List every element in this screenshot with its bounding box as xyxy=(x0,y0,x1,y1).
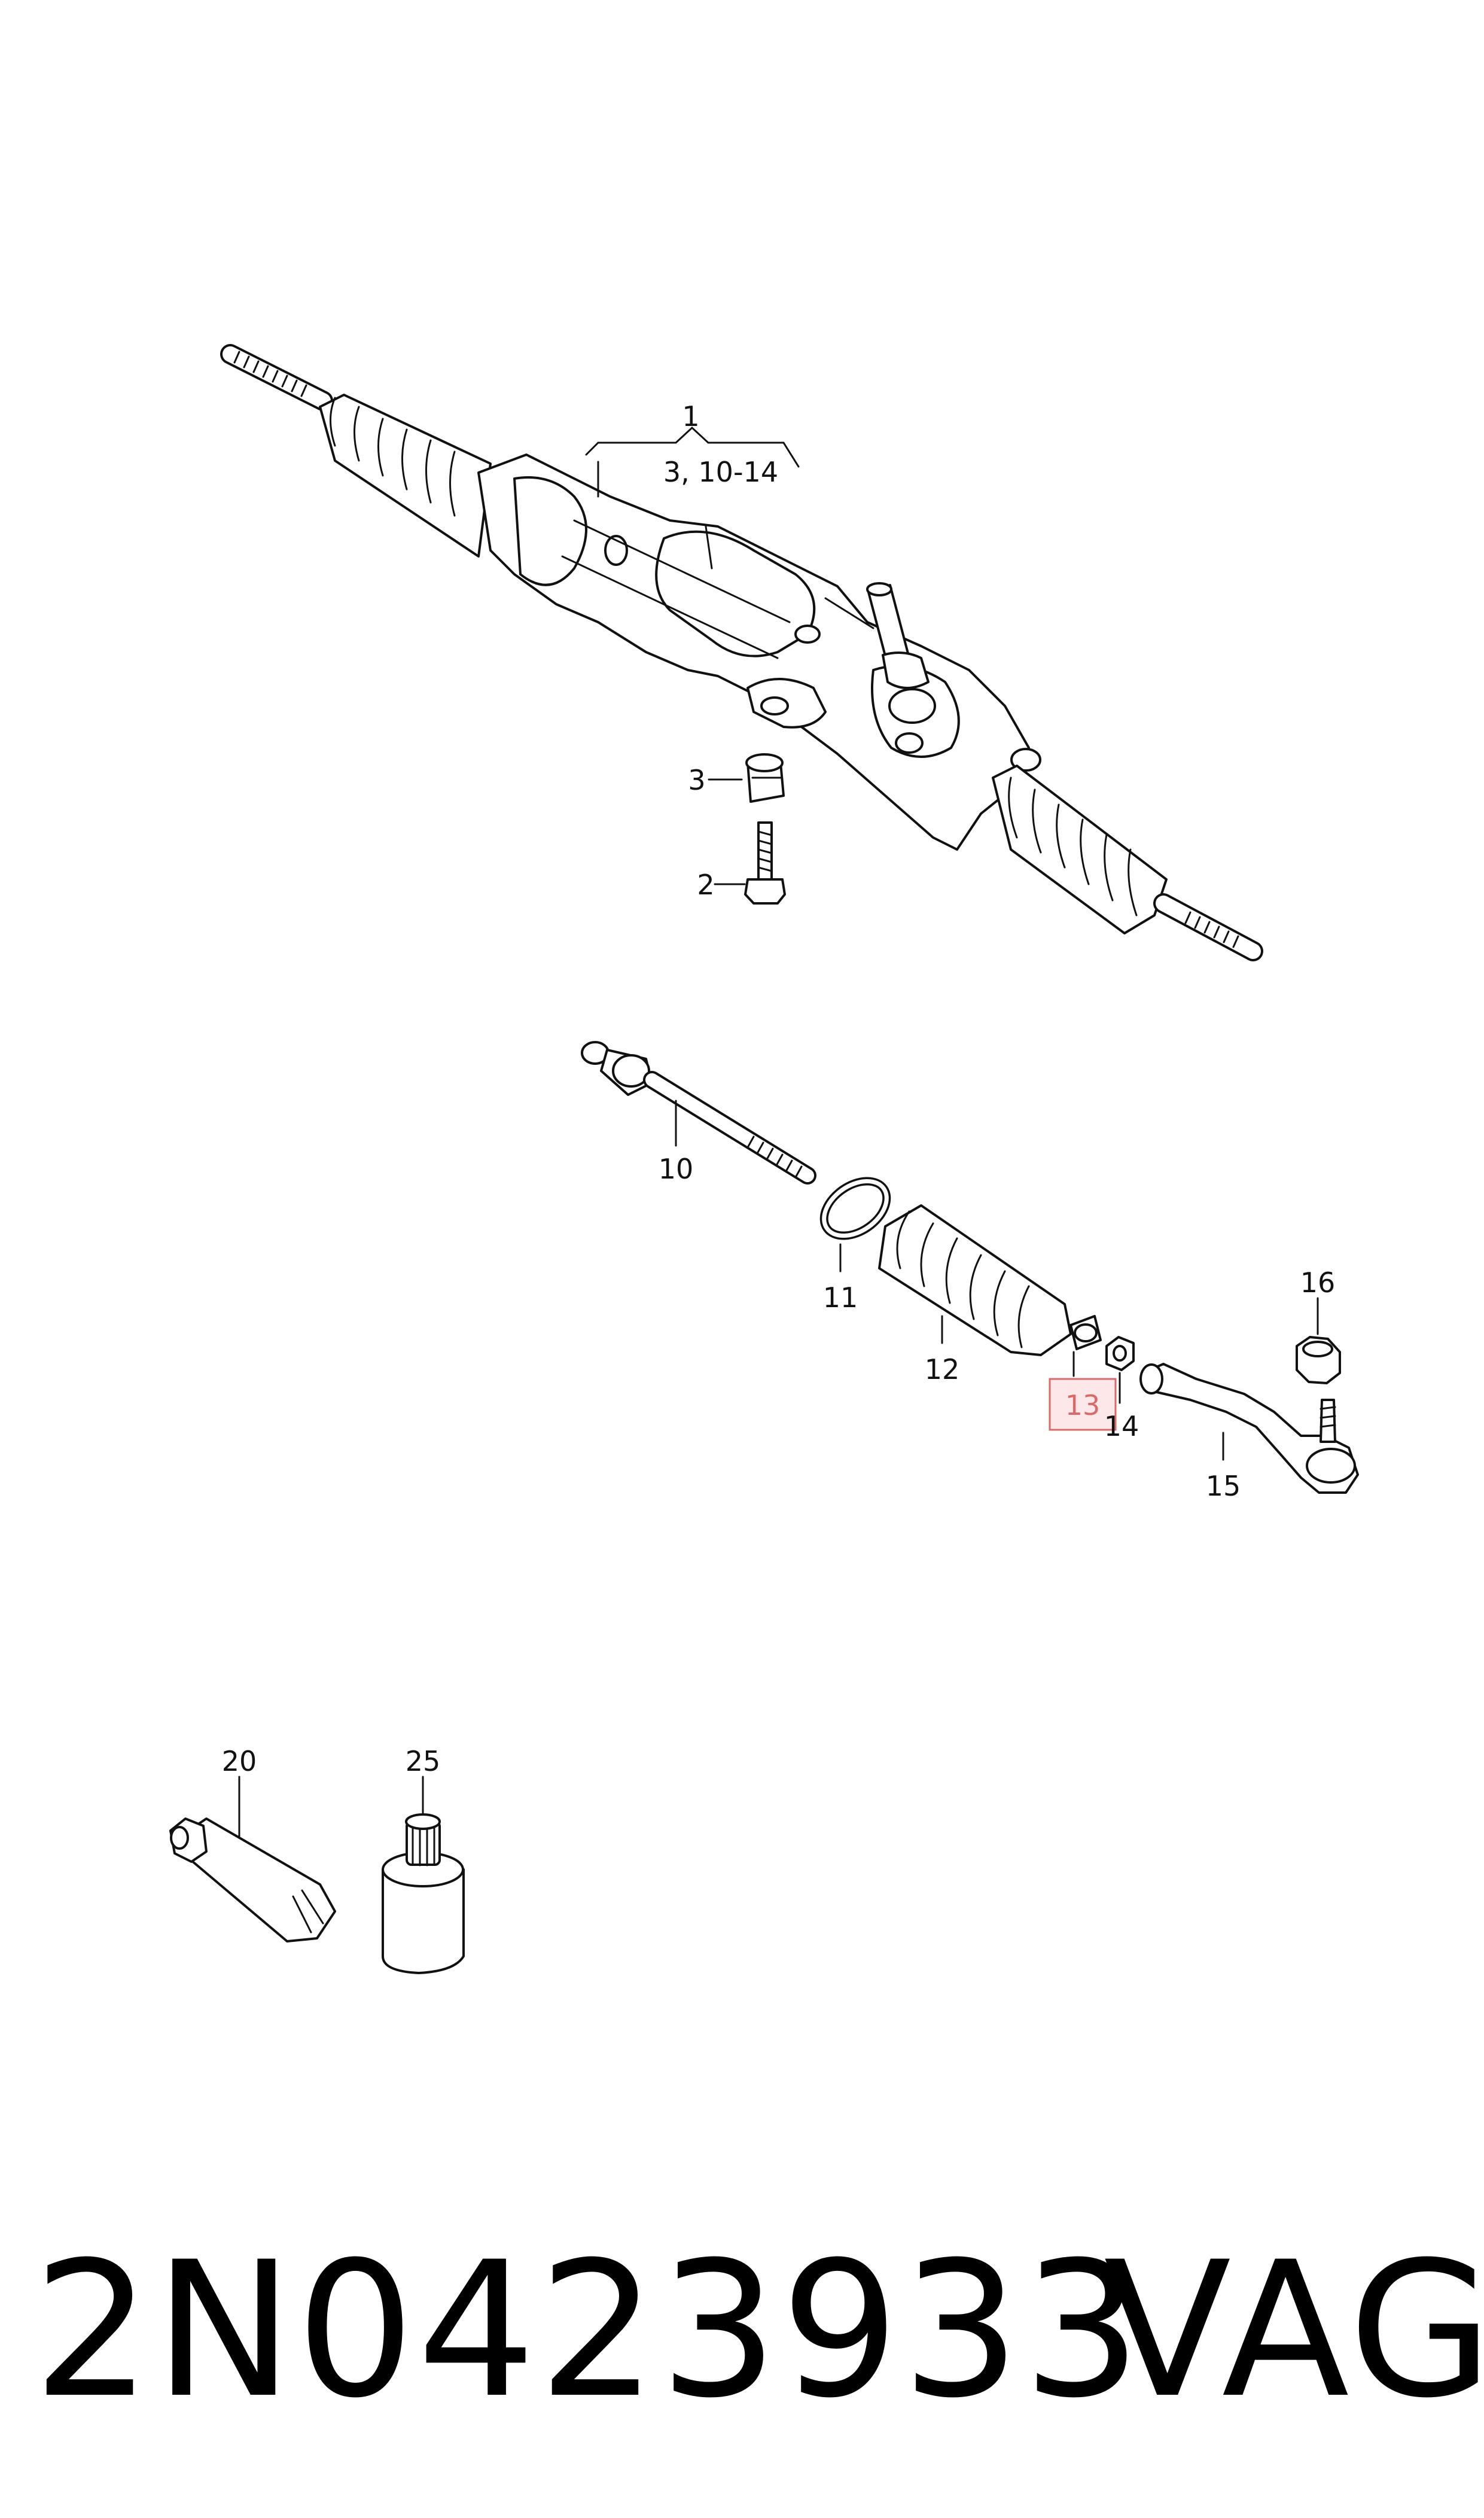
part-13-clip: 13 xyxy=(1049,1315,1117,1431)
callout-label-10: 10 xyxy=(659,1153,694,1185)
part-10-inner-tie-rod: 10 xyxy=(581,1041,816,1185)
callout-label-20: 20 xyxy=(222,1745,257,1777)
right-rack-end-thread xyxy=(1153,893,1263,961)
callout-label-11: 11 xyxy=(823,1281,858,1314)
left-rack-end-thread xyxy=(220,344,333,411)
right-bellows-boot xyxy=(992,765,1168,934)
steering-rack-assembly xyxy=(220,344,1263,961)
rack-housing xyxy=(477,453,1041,851)
part-2-bolt: 2 xyxy=(697,821,786,905)
callout-label-16: 16 xyxy=(1300,1266,1336,1299)
part-3-bushing: 3 xyxy=(688,753,785,803)
left-bellows-boot xyxy=(319,394,492,558)
part-20-grease-tube: 20 xyxy=(169,1745,336,1942)
part-11-clamp: 11 xyxy=(819,1177,891,1314)
callout-label-13: 13 xyxy=(1065,1389,1101,1421)
part-14-nut: 14 xyxy=(1104,1336,1139,1442)
callout-1-group: 1 3, 10-14 xyxy=(585,400,800,498)
callout-label-12: 12 xyxy=(925,1353,960,1386)
callout-label-25: 25 xyxy=(406,1745,441,1777)
part-15-outer-tie-rod-end: 15 xyxy=(1139,1363,1359,1502)
callout-label-1-range: 3, 10-14 xyxy=(663,456,778,488)
callout-label-1: 1 xyxy=(682,400,699,433)
callout-label-3: 3 xyxy=(688,764,705,796)
callout-label-14: 14 xyxy=(1104,1410,1139,1442)
part-number: 2N0423933 xyxy=(33,2221,1144,2439)
part-16-lock-nut: 16 xyxy=(1296,1266,1341,1384)
pinion-shaft xyxy=(866,582,930,689)
callout-label-15: 15 xyxy=(1206,1470,1241,1502)
highlight-box-13[interactable] xyxy=(1049,1378,1117,1431)
callout-label-2: 2 xyxy=(697,869,714,901)
part-12-bellows-boot: 12 xyxy=(878,1204,1072,1386)
brand-label: VAG xyxy=(1104,2221,1484,2439)
part-25-bottle: 25 xyxy=(382,1745,465,1974)
